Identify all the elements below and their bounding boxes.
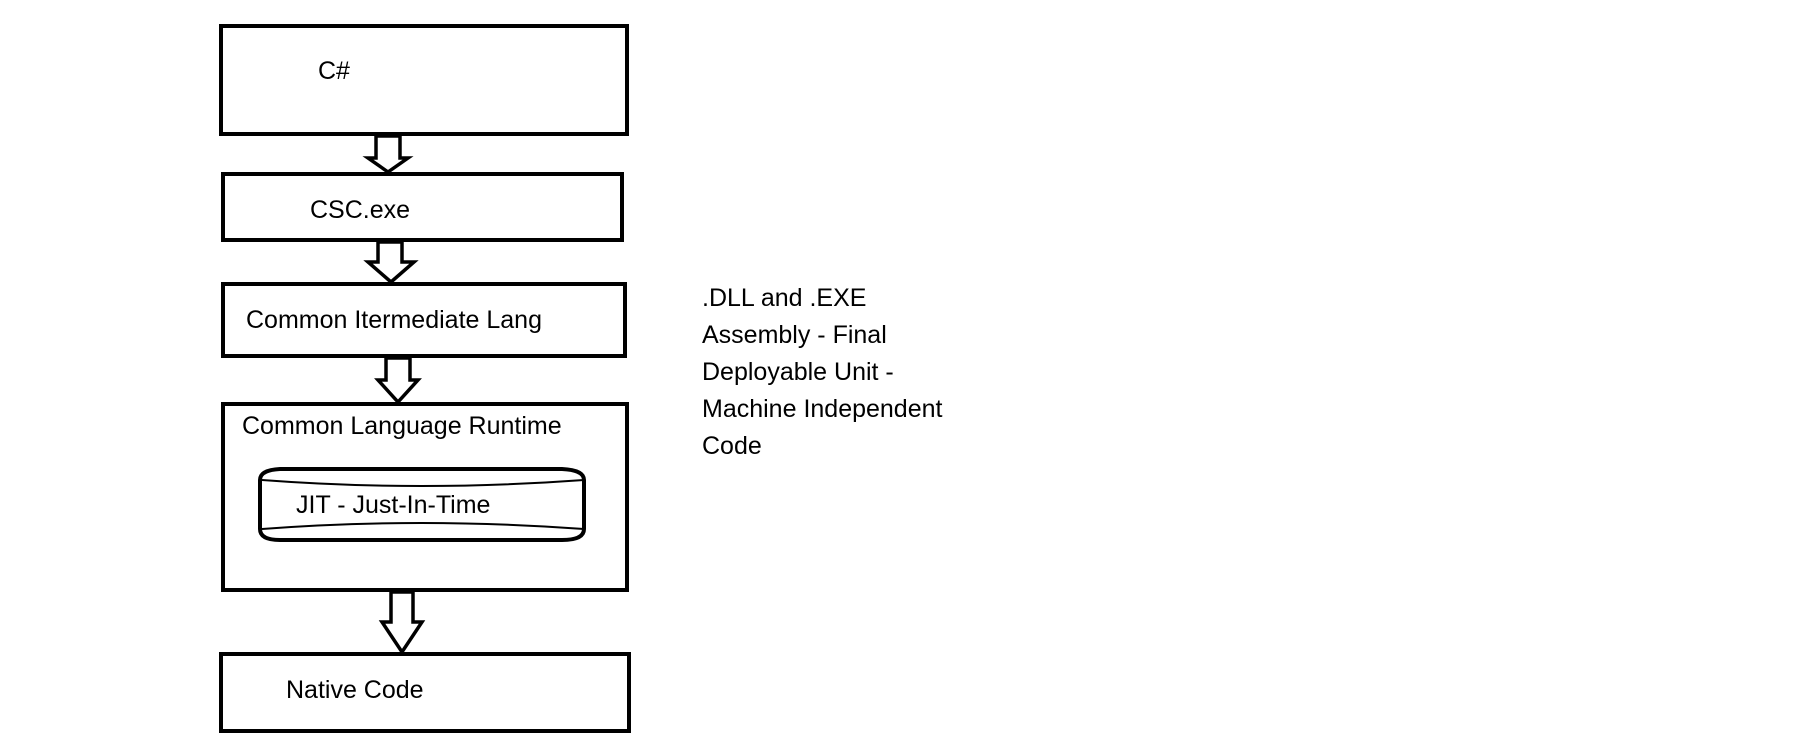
note-line: Deployable Unit -	[702, 358, 894, 386]
csharp-box: C#	[219, 24, 629, 136]
note-line: .DLL and .EXE	[702, 284, 867, 312]
compiler-label: CSC.exe	[310, 196, 411, 224]
native-code-box: Native Code	[219, 652, 631, 733]
cil-box: Common Itermediate Lang	[221, 282, 627, 358]
note-line: Code	[702, 432, 762, 460]
compiler-box: CSC.exe	[221, 172, 624, 242]
note-line: Machine Independent	[702, 395, 943, 423]
cil-label: Common Itermediate Lang	[246, 306, 542, 334]
arrow-down-icon	[378, 590, 426, 656]
assembly-note: .DLL and .EXE Assembly - Final Deployabl…	[702, 280, 942, 465]
arrow-down-icon	[363, 240, 419, 285]
clr-label: Common Language Runtime	[242, 412, 562, 440]
note-line: Assembly - Final	[702, 321, 887, 349]
arrow-down-icon	[362, 134, 414, 175]
arrow-down-icon	[374, 356, 422, 405]
native-code-label: Native Code	[286, 676, 424, 704]
jit-label: JIT - Just-In-Time	[296, 491, 491, 519]
csharp-label: C#	[318, 57, 350, 85]
